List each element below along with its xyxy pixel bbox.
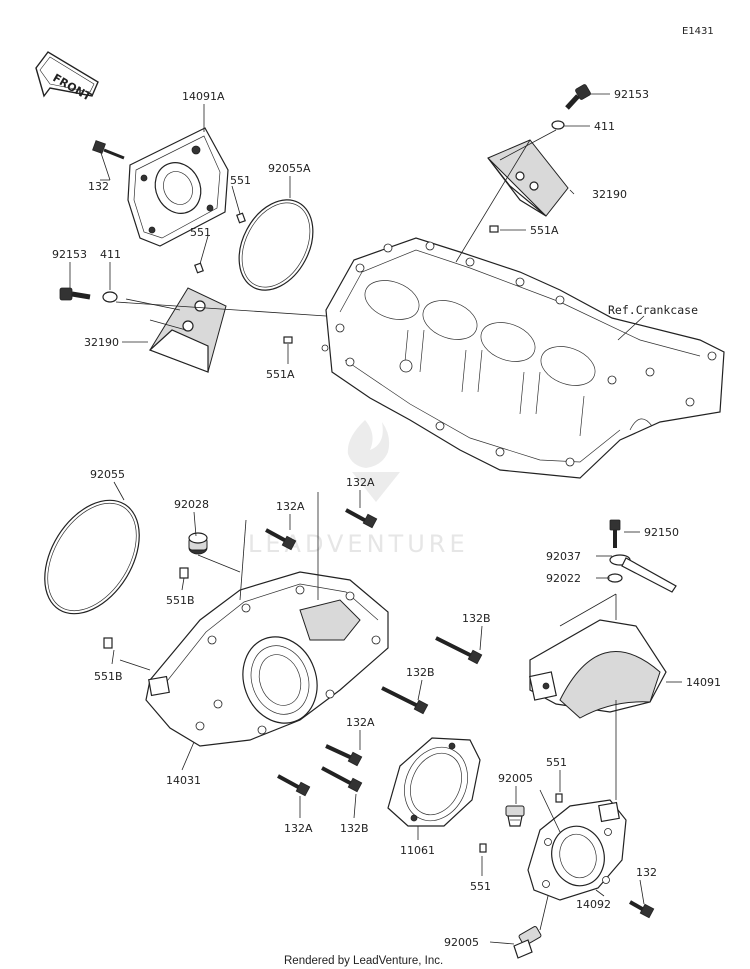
- bolt-132A-c: [325, 744, 363, 767]
- o-ring-92055: [44, 499, 140, 615]
- front-arrow-icon: FRONT: [35, 51, 99, 104]
- label-132A-a: 132A: [276, 500, 305, 513]
- dowel-551B-upper: [179, 567, 189, 579]
- bolt-132-bottom-right: [629, 900, 655, 919]
- label-14092: 14092: [576, 898, 611, 911]
- label-551A-right: 551A: [530, 224, 559, 237]
- label-92153-right: 92153: [614, 88, 649, 101]
- label-11061: 11061: [400, 844, 435, 857]
- bolt-132A-d: [277, 774, 311, 797]
- label-92150: 92150: [644, 526, 679, 539]
- label-132A-c: 132A: [346, 716, 375, 729]
- cover-14031: [145, 571, 389, 747]
- label-132A-b: 132A: [346, 476, 375, 489]
- bolt-132A-a: [265, 528, 297, 551]
- dowel-551-bottom: [479, 843, 487, 853]
- label-132A-d: 132A: [284, 822, 313, 835]
- cover-14091: [529, 619, 667, 719]
- label-92028: 92028: [174, 498, 209, 511]
- watermark-text: LEADVENTURE: [248, 530, 469, 558]
- label-411-left: 411: [100, 248, 121, 261]
- plug-92028: [188, 532, 208, 555]
- bracket-32190-left: [148, 287, 227, 373]
- strap-92037: [609, 554, 677, 593]
- dowel-551A-right: [489, 225, 499, 233]
- seal-11061: [387, 737, 481, 827]
- washer-411-left: [102, 291, 118, 303]
- label-92022: 92022: [546, 572, 581, 585]
- label-551-c: 551: [546, 756, 567, 769]
- label-14091: 14091: [686, 676, 721, 689]
- label-92037: 92037: [546, 550, 581, 563]
- label-132B-a: 132B: [462, 612, 491, 625]
- label-92005-b: 92005: [444, 936, 479, 949]
- label-ref-crankcase: Ref.Crankcase: [608, 303, 698, 317]
- bracket-32190-right: [487, 139, 569, 217]
- dowel-551B-lower: [103, 637, 113, 649]
- label-32190-left: 32190: [84, 336, 119, 349]
- bolt-132-top-left: [92, 140, 125, 160]
- washer-92022: [607, 573, 623, 583]
- label-411-right: 411: [594, 120, 615, 133]
- label-92153-left: 92153: [52, 248, 87, 261]
- label-551-a: 551: [230, 174, 251, 187]
- label-551A-left: 551A: [266, 368, 295, 381]
- cover-14092: [527, 799, 627, 901]
- watermark: LEADVENTURE: [248, 420, 469, 558]
- label-132B-c: 132B: [340, 822, 369, 835]
- plug-92005-upper: [505, 805, 525, 827]
- label-551B-a: 551B: [166, 594, 195, 607]
- label-132-top-left: 132: [88, 180, 109, 193]
- dowel-551-right: [555, 793, 563, 803]
- label-14031: 14031: [166, 774, 201, 787]
- footer-credit: Rendered by LeadVenture, Inc.: [284, 955, 443, 967]
- bolt-132B-a: [435, 636, 483, 665]
- bolt-92150: [609, 519, 621, 548]
- bolt-92153-left: [59, 287, 91, 301]
- label-92055: 92055: [90, 468, 125, 481]
- label-14091A: 14091A: [182, 90, 225, 103]
- bolt-132B-b: [381, 686, 429, 715]
- o-ring-92055A: [238, 199, 314, 291]
- dowel-551A-left: [283, 336, 293, 344]
- label-92005-a: 92005: [498, 772, 533, 785]
- bolt-92153-right: [565, 84, 591, 110]
- label-132-bottom-right: 132: [636, 866, 657, 879]
- leader-lines: [69, 93, 682, 945]
- label-551B-b: 551B: [94, 670, 123, 683]
- label-132B-b: 132B: [406, 666, 435, 679]
- crankcase-upper: [321, 237, 725, 479]
- label-551-b: 551: [190, 226, 211, 239]
- dowel-551-lower: [194, 262, 204, 274]
- dowel-551-upper: [236, 212, 246, 224]
- plug-92005-lower: [513, 926, 542, 959]
- bolt-132A-b: [345, 508, 378, 529]
- washer-411-right: [551, 120, 565, 130]
- bolt-132B-c: [321, 766, 363, 793]
- label-551-d: 551: [470, 880, 491, 893]
- label-32190-right: 32190: [592, 188, 627, 201]
- figure-id: E1431: [682, 26, 714, 37]
- cover-14091A: [127, 127, 229, 247]
- label-92055A: 92055A: [268, 162, 311, 175]
